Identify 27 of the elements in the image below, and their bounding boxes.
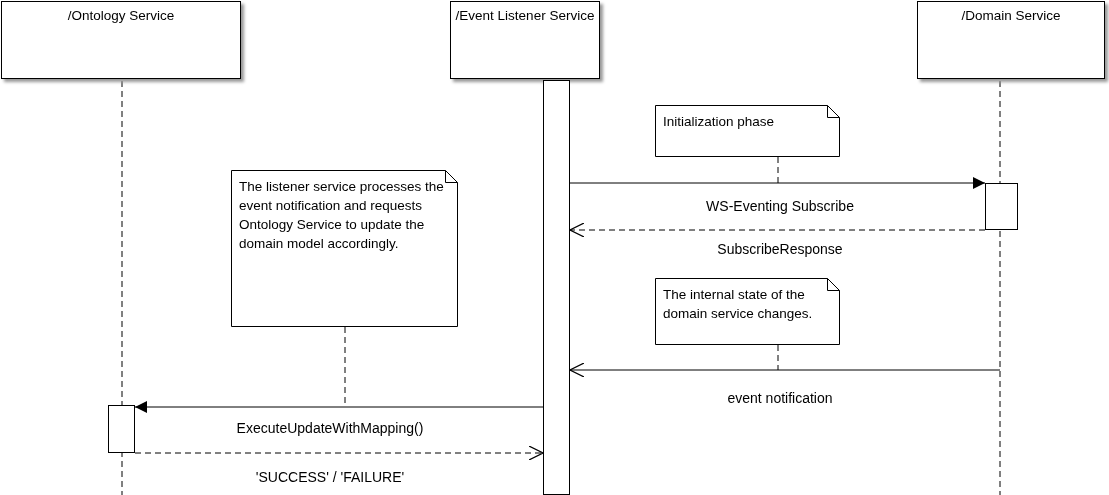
activation-bar — [543, 80, 570, 495]
note-box — [655, 105, 840, 157]
message-arrow — [569, 177, 986, 189]
participant-box — [917, 1, 1105, 79]
participant-box — [1, 1, 241, 79]
participant-name: /Event Listener Service — [455, 8, 595, 23]
message-label: WS-Eventing Subscribe — [704, 198, 856, 214]
note-text: The internal state of the domain service changes. — [662, 286, 814, 323]
message-label: SubscribeResponse — [715, 241, 845, 257]
message-label: 'SUCCESS' / 'FAILURE' — [253, 469, 407, 485]
note-text: Initialization phase — [662, 113, 776, 131]
participant-name: /Ontology Service — [67, 8, 175, 23]
note-box — [231, 170, 458, 327]
message-label: event notification — [725, 390, 835, 406]
activation-bar — [108, 405, 135, 453]
note-text: The listener service processes the event notification and requests Ontology Service to update the domain model accordingly. — [238, 178, 445, 253]
message-arrow — [569, 222, 986, 238]
participant-box — [450, 1, 600, 79]
leader-line — [569, 362, 1001, 378]
activation-bar — [985, 183, 1018, 230]
leader-line — [777, 344, 779, 371]
message-arrow — [134, 445, 544, 461]
message-arrow — [134, 401, 544, 413]
leader-line — [777, 156, 779, 184]
note-box — [655, 278, 840, 345]
message-label: ExecuteUpdateWithMapping() — [234, 420, 426, 436]
participant-name: /Domain Service — [961, 8, 1061, 23]
